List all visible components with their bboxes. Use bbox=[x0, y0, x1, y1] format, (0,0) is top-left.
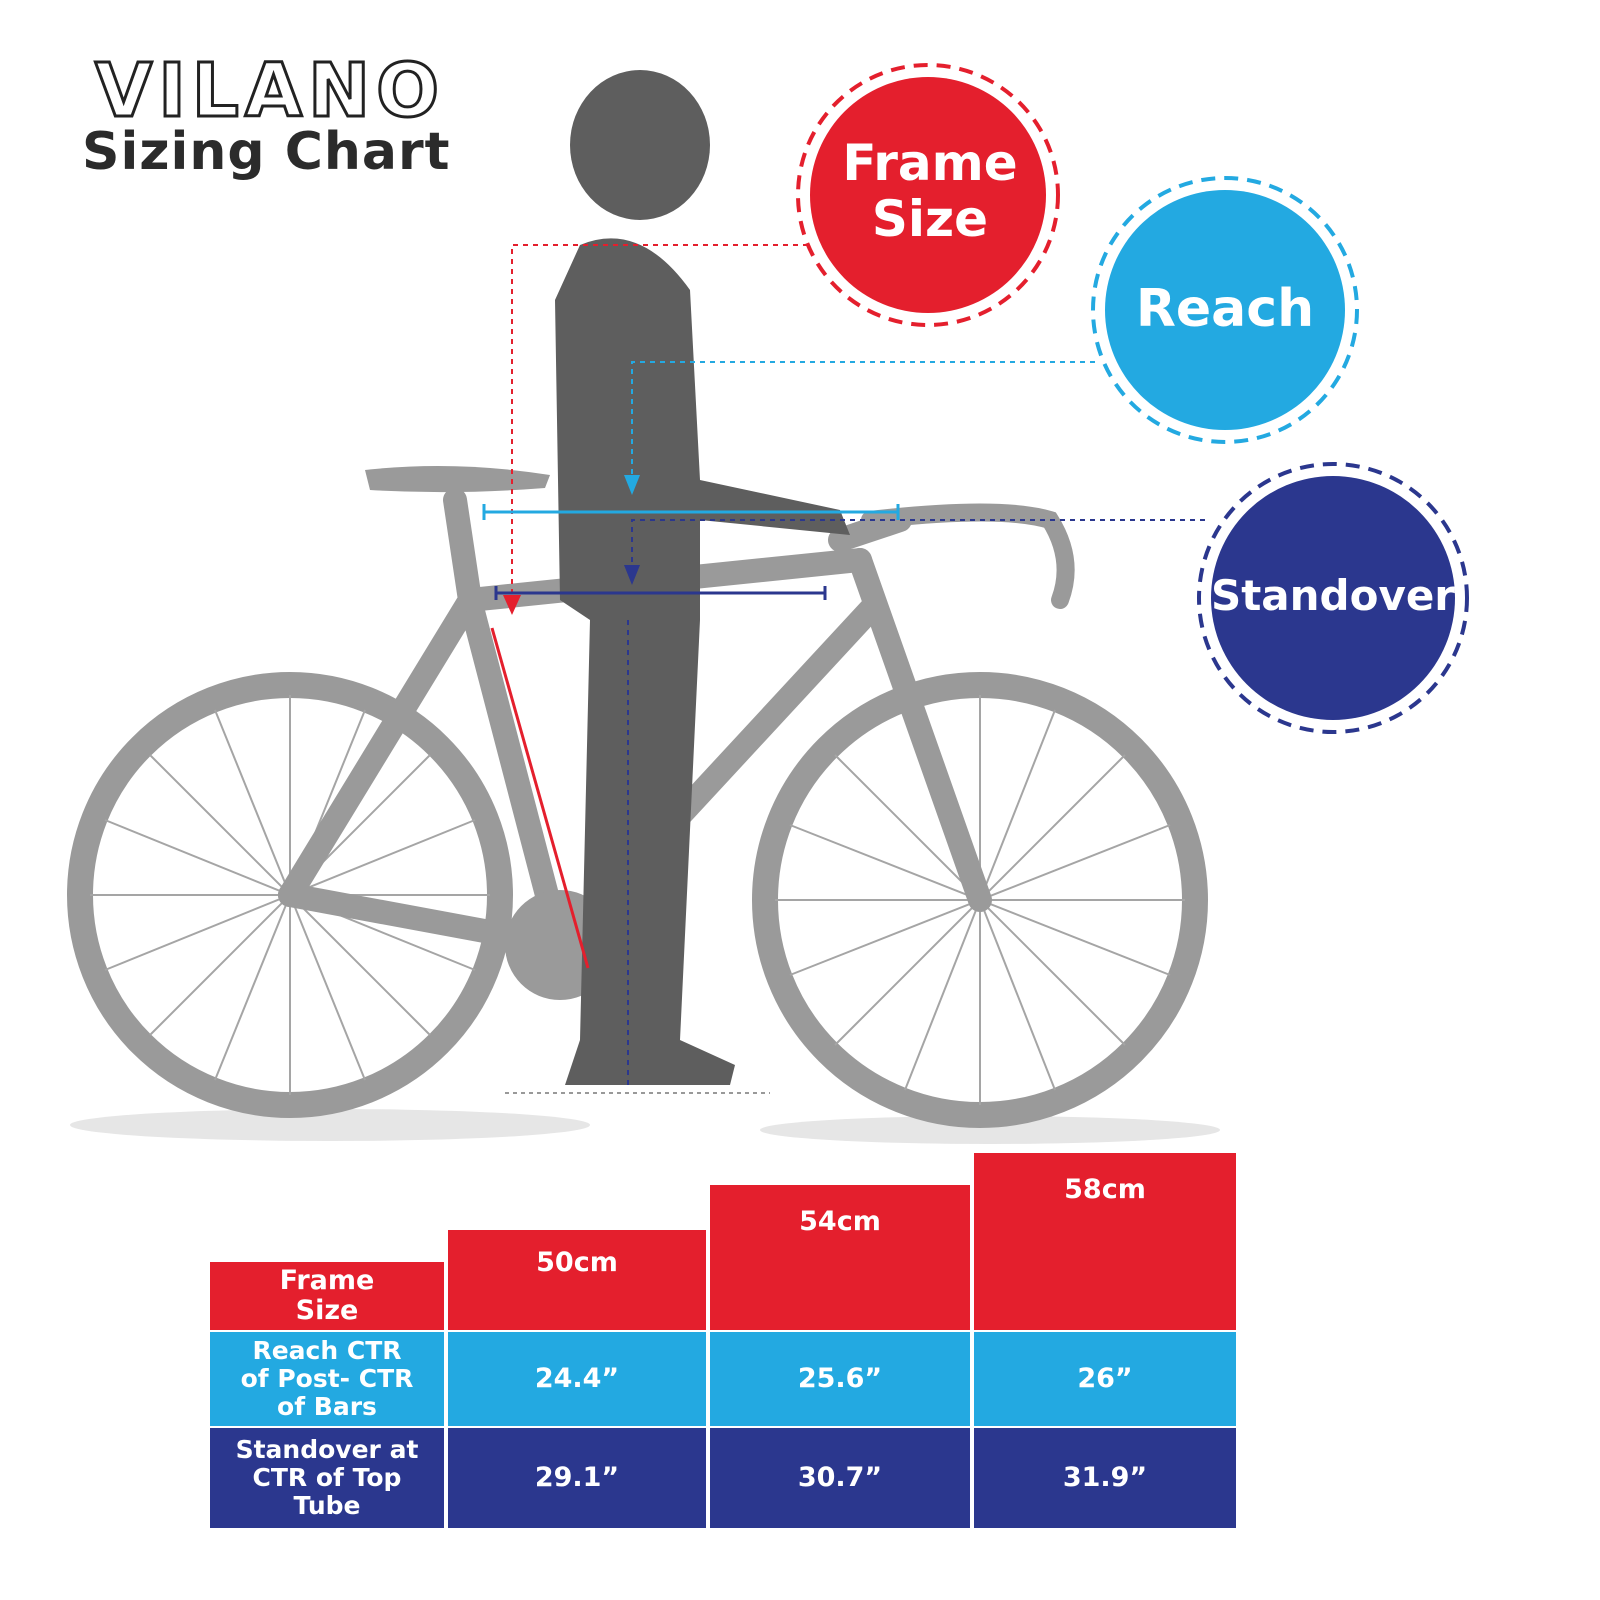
standover-58: 31.9” bbox=[974, 1428, 1236, 1528]
standover-50: 29.1” bbox=[448, 1428, 706, 1528]
frame-size-bubble bbox=[796, 63, 1060, 327]
standover-54: 30.7” bbox=[710, 1428, 970, 1528]
sizing-table: Frame Size Reach CTR of Post- CTR of Bar… bbox=[210, 1150, 1270, 1570]
row-header-frame-size: Frame Size bbox=[210, 1262, 444, 1330]
row-header-standover: Standover at CTR of Top Tube bbox=[210, 1428, 444, 1528]
frame-size-legend-label: Frame Size bbox=[842, 134, 1018, 248]
reach-50: 24.4” bbox=[448, 1332, 706, 1426]
brand-name: VILANO bbox=[95, 58, 445, 128]
bike-rider-illustration bbox=[67, 63, 1469, 1144]
row-header-reach: Reach CTR of Post- CTR of Bars bbox=[210, 1332, 444, 1426]
reach-legend-label: Reach bbox=[1135, 279, 1315, 339]
reach-bubble bbox=[1091, 176, 1359, 444]
reach-54: 25.6” bbox=[710, 1332, 970, 1426]
frame-size-58: 58cm bbox=[974, 1153, 1236, 1330]
reach-58: 26” bbox=[974, 1332, 1236, 1426]
page-title: Sizing Chart bbox=[82, 122, 451, 182]
frame-size-54: 54cm bbox=[710, 1185, 970, 1330]
standover-bubble bbox=[1197, 462, 1469, 734]
standover-legend-label: Standover bbox=[1210, 571, 1456, 620]
vilano-logo: VILANO bbox=[93, 58, 445, 128]
frame-size-50: 50cm bbox=[448, 1230, 706, 1330]
